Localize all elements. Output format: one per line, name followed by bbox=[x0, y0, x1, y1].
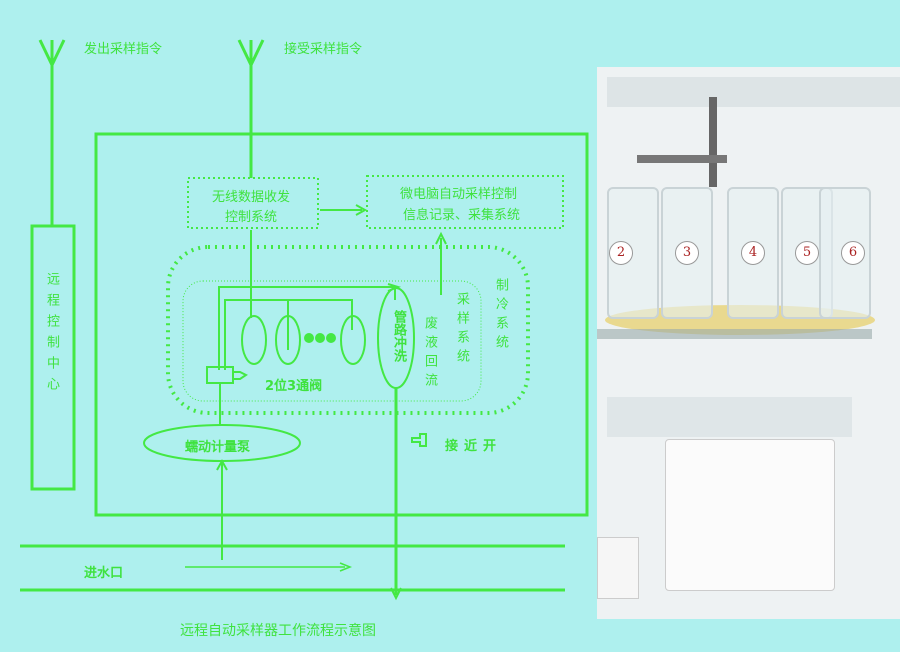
antenna-left-icon bbox=[38, 39, 66, 225]
flush-label: 管路冲洗 bbox=[391, 310, 406, 362]
send-command-label: 发出采样指令 bbox=[84, 42, 163, 57]
sampling-box bbox=[182, 280, 482, 402]
waste-return-label: 废液回流 bbox=[422, 316, 437, 392]
proximity-switch-label: 接近开 bbox=[445, 439, 503, 454]
mcu-box bbox=[366, 175, 564, 229]
bottle-number: 2 bbox=[609, 241, 633, 265]
remote-center-label: 远程控制中心 bbox=[44, 272, 59, 398]
pump-label: 蠕动计量泵 bbox=[185, 440, 251, 455]
receive-command-label: 接受采样指令 bbox=[284, 42, 363, 57]
refrigeration-box bbox=[166, 245, 530, 415]
wireless-label-2: 控制系统 bbox=[225, 210, 278, 225]
sampler-photo: 2 3 4 5 6 bbox=[597, 67, 900, 619]
valve-label: 2位3通阀 bbox=[265, 379, 323, 394]
sampling-system-label: 采样系统 bbox=[454, 292, 469, 368]
pump-unit bbox=[665, 439, 835, 591]
wireless-label-1: 无线数据收发 bbox=[212, 190, 291, 205]
antenna-right-icon bbox=[237, 39, 265, 178]
bottle-number: 3 bbox=[675, 241, 699, 265]
mcu-label-2: 信息记录、采集系统 bbox=[403, 208, 521, 223]
mcu-label-1: 微电脑自动采样控制 bbox=[400, 187, 518, 202]
sampler-enclosure bbox=[94, 132, 589, 517]
bottle-number: 5 bbox=[795, 241, 819, 265]
inlet-label: 进水口 bbox=[84, 566, 124, 581]
bottle-number: 4 bbox=[741, 241, 765, 265]
wireless-box bbox=[187, 177, 319, 229]
glass-shelf bbox=[597, 329, 872, 339]
proximity-arrow-icon bbox=[411, 433, 427, 447]
remote-center-box bbox=[30, 224, 76, 491]
bottle-number: 6 bbox=[841, 241, 865, 265]
refrigeration-label: 制冷系统 bbox=[493, 278, 508, 354]
diagram-caption: 远程自动采样器工作流程示意图 bbox=[180, 623, 376, 639]
